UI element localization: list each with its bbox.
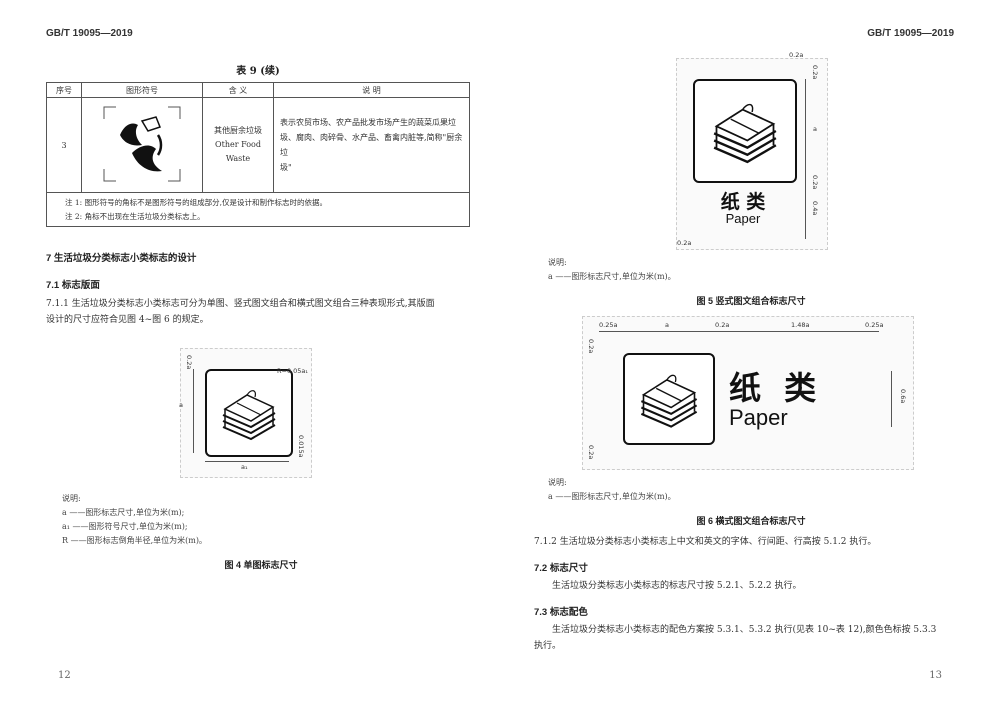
table-notes: 注 1: 图形符号的角标不是图形符号的组成部分,仅是设计和制作标志时的依据。 注…: [46, 192, 470, 227]
dim-label: a: [665, 321, 669, 329]
fig5-legend: 说明: a ——图形标志尺寸,单位为米(m)。: [548, 256, 676, 284]
para-line: 设计的尺寸应符合见图 4~图 6 的规定。: [46, 315, 209, 325]
dim-radius-label: R=0.05a₁: [277, 367, 309, 375]
fig5-caption: 图 5 竖式图文组合标志尺寸: [696, 296, 806, 306]
legend-item: R ——图形标志倒角半径,单位为米(m)。: [62, 536, 207, 545]
paper-stack-icon: [222, 390, 276, 441]
table-row-symbol: [81, 97, 203, 193]
dim-side-label: a: [179, 401, 183, 409]
dim-left-bottom-label: 0.2a: [587, 445, 595, 460]
section-7-2-title: 7.2 标志尺寸: [534, 563, 588, 574]
desc-line: 圾、腐肉、肉碎骨、水产品、畜禽内脏等,简称"厨余垃: [280, 133, 463, 157]
horizontal-sign-cn: 纸 类: [729, 369, 823, 407]
dim-line: [891, 371, 892, 427]
dim-width-label: a₁: [241, 463, 248, 471]
section-7-title: 7 生活垃圾分类标志小类标志的设计: [46, 253, 197, 264]
table-note: 注 1: 图形符号的角标不是图形符号的组成部分,仅是设计和制作标志时的依据。: [65, 197, 327, 207]
dim-label: 0.25a: [865, 321, 884, 329]
para-line: 7.1.1 生活垃圾分类标志小类标志可分为单图、竖式图文组合和横式图文组合三种表…: [46, 299, 435, 309]
desc-line: 圾": [280, 163, 292, 172]
table-9: 序号 图形符号 含 义 说 明 3 其他厨余垃圾 Other Food Wast…: [46, 82, 470, 227]
vertical-sign-frame: [693, 79, 797, 183]
vertical-sign-cn: 纸 类: [720, 191, 766, 213]
horizontal-sign-frame: [623, 353, 715, 445]
table-row-desc: 表示农贸市场、农产品批发市场产生的蔬菜瓜果垃 圾、腐肉、肉碎骨、水产品、畜禽内脏…: [273, 97, 470, 193]
page-number-left: 12: [58, 670, 71, 681]
dim-side-label: 0.2a: [811, 65, 819, 80]
fig6-legend: 说明: a ——图形标志尺寸,单位为米(m)。: [548, 476, 676, 504]
section-7-1-title: 7.1 标志版面: [46, 280, 100, 291]
dim-top-label: 0.2a: [185, 355, 193, 370]
fig6-caption: 图 6 横式图文组合标志尺寸: [696, 516, 806, 526]
meaning-line: Waste: [225, 154, 251, 163]
table-row-no: 3: [46, 97, 82, 193]
meaning-line: Other Food: [215, 140, 261, 149]
horizontal-sign-en: Paper: [729, 405, 788, 430]
col-header-symbol: 图形符号: [81, 82, 203, 98]
figure-5: 纸 类 Paper 0.2a 0.2a a 0.2a 0.4a 0.2a: [676, 51, 828, 250]
figure-4: 0.2a a R=0.05a₁ 0.015a a₁: [179, 348, 312, 478]
paragraph-7-1-1: 7.1.1 生活垃圾分类标志小类标志可分为单图、竖式图文组合和横式图文组合三种表…: [46, 296, 476, 328]
dim-line: [599, 331, 879, 332]
legend-item: a ——图形标志尺寸,单位为米(m)。: [548, 492, 676, 501]
col-header-meaning: 含 义: [202, 82, 274, 98]
page-number-right: 13: [929, 670, 942, 681]
legend-item: a ——图形标志尺寸,单位为米(m);: [62, 508, 185, 517]
single-sign-frame: [205, 369, 293, 457]
dim-label: 0.25a: [599, 321, 618, 329]
dim-side-label: 0.4a: [811, 201, 819, 216]
dim-left-top-label: 0.2a: [587, 339, 595, 354]
paragraph-7-3: 生活垃圾分类标志小类标志的配色方案按 5.3.1、5.3.2 执行(见表 10~…: [534, 622, 964, 654]
para-line: 执行。: [534, 641, 562, 651]
paragraph-7-2: 生活垃圾分类标志小类标志的标志尺寸按 5.2.1、5.2.2 执行。: [552, 581, 802, 591]
dim-line: [805, 79, 806, 239]
legend-title: 说明:: [548, 478, 567, 487]
col-header-no: 序号: [46, 82, 82, 98]
legend-title: 说明:: [548, 258, 567, 267]
para-line: 生活垃圾分类标志小类标志的配色方案按 5.3.1、5.3.2 执行(见表 10~…: [552, 625, 937, 635]
table-note: 注 2: 角标不出现在生活垃圾分类标志上。: [65, 211, 205, 221]
table-caption: 表 9 (续): [236, 66, 280, 77]
fig4-legend: 说明: a ——图形标志尺寸,单位为米(m); a₁ ——图形符号尺寸,单位为米…: [62, 492, 207, 548]
paper-stack-icon: [713, 103, 777, 164]
legend-title: 说明:: [62, 494, 81, 503]
legend-item: a ——图形标志尺寸,单位为米(m)。: [548, 272, 676, 281]
dim-line: [205, 461, 289, 462]
header-left: GB/T 19095—2019: [46, 28, 133, 39]
vertical-sign-en: Paper: [725, 211, 761, 226]
header-right: GB/T 19095—2019: [867, 28, 954, 39]
meaning-line: 其他厨余垃圾: [214, 126, 262, 135]
section-7-3-title: 7.3 标志配色: [534, 607, 588, 618]
paper-stack-icon: [640, 374, 698, 428]
dim-line: [193, 369, 194, 453]
dim-top-label: 0.2a: [789, 51, 804, 59]
dim-right-label: 0.6a: [899, 389, 907, 404]
fig4-caption: 图 4 单图标志尺寸: [224, 560, 298, 570]
col-header-desc: 说 明: [273, 82, 470, 98]
table-row-meaning: 其他厨余垃圾 Other Food Waste: [202, 97, 274, 193]
dim-side-label: 0.2a: [811, 175, 819, 190]
dim-label: 0.2a: [715, 321, 730, 329]
paragraph-7-1-2: 7.1.2 生活垃圾分类标志小类标志上中文和英文的字体、行间距、行高按 5.1.…: [534, 537, 877, 547]
figure-6: 0.25a a 0.2a 1.48a 0.25a 0.2a 0.2a 0.6a …: [582, 316, 914, 470]
dim-label: 1.48a: [791, 321, 810, 329]
food-waste-icon: [103, 106, 181, 182]
dim-side-label: a: [813, 125, 817, 133]
legend-item: a₁ ——图形符号尺寸,单位为米(m);: [62, 522, 188, 531]
dim-bottom-right-label: 0.015a: [297, 435, 305, 458]
desc-line: 表示农贸市场、农产品批发市场产生的蔬菜瓜果垃: [280, 118, 456, 127]
dim-bottom-label: 0.2a: [677, 239, 692, 247]
